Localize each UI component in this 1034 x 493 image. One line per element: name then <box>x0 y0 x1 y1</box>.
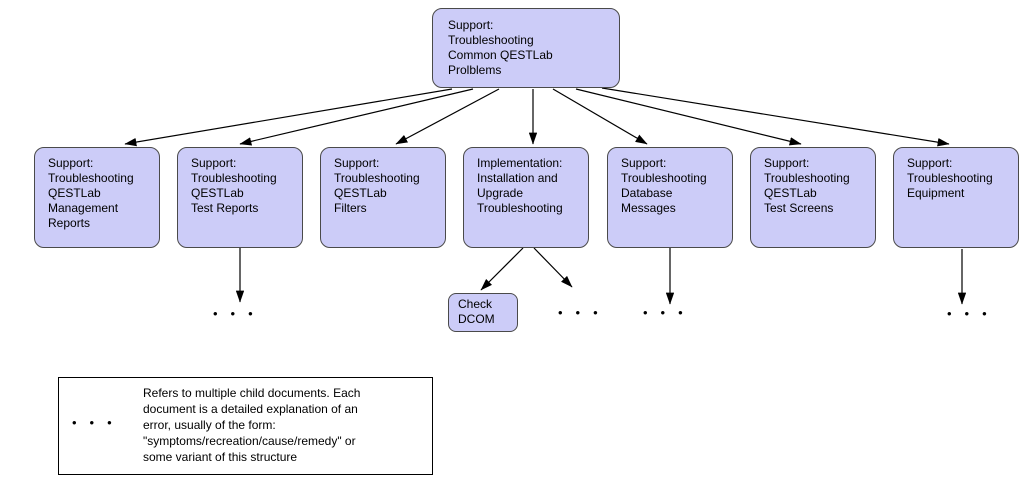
arrow-root-to-test-reports <box>239 88 474 146</box>
node-equipment: Support: Troubleshooting Equipment <box>893 147 1019 248</box>
node-database-messages: Support: Troubleshooting Database Messag… <box>607 147 733 248</box>
arrow-implementation-to-ellipsis <box>533 247 573 288</box>
legend-box: ••• Refers to multiple child documents. … <box>58 377 433 475</box>
legend-description: Refers to multiple child documents. Each… <box>143 386 361 464</box>
arrow-root-to-management-reports <box>124 88 453 147</box>
node-check-dcom: Check DCOM <box>448 293 518 332</box>
arrow-root-to-database-messages <box>552 88 648 145</box>
ellipsis-implementation-children: ••• <box>558 305 611 320</box>
ellipsis-equipment-children: ••• <box>947 306 1000 321</box>
node-test-reports: Support: Troubleshooting QESTLab Test Re… <box>177 147 303 248</box>
legend-ellipsis-icon: ••• <box>72 415 125 430</box>
node-root-common-qestlab-problems: Support: Troubleshooting Common QESTLab … <box>432 8 620 88</box>
arrow-implementation-to-check-dcom <box>480 247 524 291</box>
node-implementation-installation-upgrade: Implementation: Installation and Upgrade… <box>463 147 589 248</box>
arrow-root-to-equipment <box>601 87 950 147</box>
ellipsis-test-reports-children: ••• <box>213 306 266 321</box>
arrow-root-to-test-screens <box>575 88 802 146</box>
ellipsis-database-messages-children: ••• <box>643 305 696 320</box>
node-test-screens: Support: Troubleshooting QESTLab Test Sc… <box>750 147 876 248</box>
node-filters: Support: Troubleshooting QESTLab Filters <box>320 147 446 248</box>
arrow-root-to-filters <box>395 88 500 145</box>
node-management-reports: Support: Troubleshooting QESTLab Managem… <box>34 147 160 248</box>
